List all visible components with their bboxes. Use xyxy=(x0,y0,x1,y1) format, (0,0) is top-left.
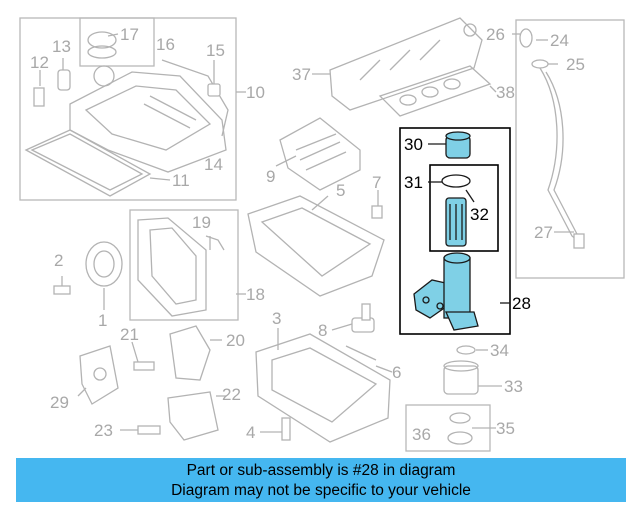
bolt-23-drawing xyxy=(137,425,161,435)
label-18: 18 xyxy=(246,285,265,304)
label-32: 32 xyxy=(470,205,489,224)
label-30: 30 xyxy=(404,135,423,154)
label-2: 2 xyxy=(54,251,63,270)
oil-cooler-drawing xyxy=(443,360,479,395)
filter-element-sub-box xyxy=(429,164,499,252)
label-10: 10 xyxy=(246,83,265,102)
label-33: 33 xyxy=(504,377,523,396)
oil-filter-housing-drawing xyxy=(413,252,479,331)
label-35: 35 xyxy=(496,419,515,438)
label-37: 37 xyxy=(292,65,311,84)
seal-34-drawing xyxy=(456,345,476,355)
bolt-21-drawing xyxy=(133,361,155,371)
label-17: 17 xyxy=(120,25,139,44)
seal-36-drawing xyxy=(447,412,473,445)
label-28: 28 xyxy=(512,294,531,313)
caption-banner: Part or sub-assembly is #28 in diagram D… xyxy=(16,458,626,502)
label-7: 7 xyxy=(372,173,381,192)
bolt-4-drawing xyxy=(281,417,291,441)
bolt-7-drawing xyxy=(371,205,383,219)
label-23: 23 xyxy=(94,421,113,440)
label-5: 5 xyxy=(336,181,345,200)
cap-15-drawing xyxy=(207,83,221,97)
leader-lines xyxy=(39,33,574,433)
label-13: 13 xyxy=(52,37,71,56)
oil-cap-sub-box xyxy=(79,17,155,67)
bracket-29-drawing xyxy=(79,345,119,405)
valve-cover-drawing xyxy=(69,59,229,173)
label-6: 6 xyxy=(392,363,401,382)
label-4: 4 xyxy=(246,423,255,442)
timing-cover-group-box xyxy=(129,209,239,321)
label-3: 3 xyxy=(272,309,281,328)
plug-13-drawing xyxy=(57,69,71,91)
label-8: 8 xyxy=(318,321,327,340)
pulley-drawing xyxy=(53,241,123,295)
sensor-12-drawing xyxy=(33,87,45,107)
sensor-8-drawing xyxy=(351,303,375,333)
part-6-drawing xyxy=(345,345,377,361)
intake-manifold-drawing xyxy=(329,17,483,111)
label-15: 15 xyxy=(206,41,225,60)
label-9: 9 xyxy=(266,167,275,186)
filter-o-ring-drawing xyxy=(441,174,471,188)
label-25: 25 xyxy=(566,55,585,74)
label-16: 16 xyxy=(156,35,175,54)
timing-cover-drawing xyxy=(137,217,225,317)
dipstick-group-box xyxy=(515,19,625,279)
dipstick-drawing xyxy=(519,28,585,249)
label-11: 11 xyxy=(172,171,190,190)
valve-cover-gasket-drawing xyxy=(24,129,152,197)
label-31: 31 xyxy=(404,173,423,192)
label-21: 21 xyxy=(120,325,139,344)
label-1: 1 xyxy=(98,311,107,330)
label-22: 22 xyxy=(222,385,241,404)
upper-oil-pan-drawing xyxy=(247,195,385,297)
parts-diagram: 12 13 17 16 15 10 14 11 37 38 9 5 7 19 1… xyxy=(19,17,625,452)
manifold-gasket-drawing xyxy=(378,65,492,117)
label-12: 12 xyxy=(30,53,49,72)
label-38: 38 xyxy=(496,83,515,102)
caption-line-2: Diagram may not be specific to your vehi… xyxy=(171,482,471,499)
label-20: 20 xyxy=(226,331,245,350)
label-19: 19 xyxy=(192,213,211,232)
cover-20-drawing xyxy=(169,325,211,381)
oil-filter-housing-group-box xyxy=(399,127,511,335)
label-34: 34 xyxy=(490,341,509,360)
shield-22-drawing xyxy=(167,391,219,441)
label-26: 26 xyxy=(486,25,505,44)
label-14: 14 xyxy=(204,155,223,174)
oil-filter-cap-drawing xyxy=(445,131,471,159)
oil-filter-element-drawing xyxy=(445,197,467,247)
label-27: 27 xyxy=(534,223,553,242)
label-29: 29 xyxy=(50,393,69,412)
label-24: 24 xyxy=(550,31,569,50)
label-36: 36 xyxy=(412,425,431,444)
baffle-drawing xyxy=(279,117,361,191)
lower-oil-pan-drawing xyxy=(255,333,391,443)
caption-line-1: Part or sub-assembly is #28 in diagram xyxy=(186,462,456,479)
